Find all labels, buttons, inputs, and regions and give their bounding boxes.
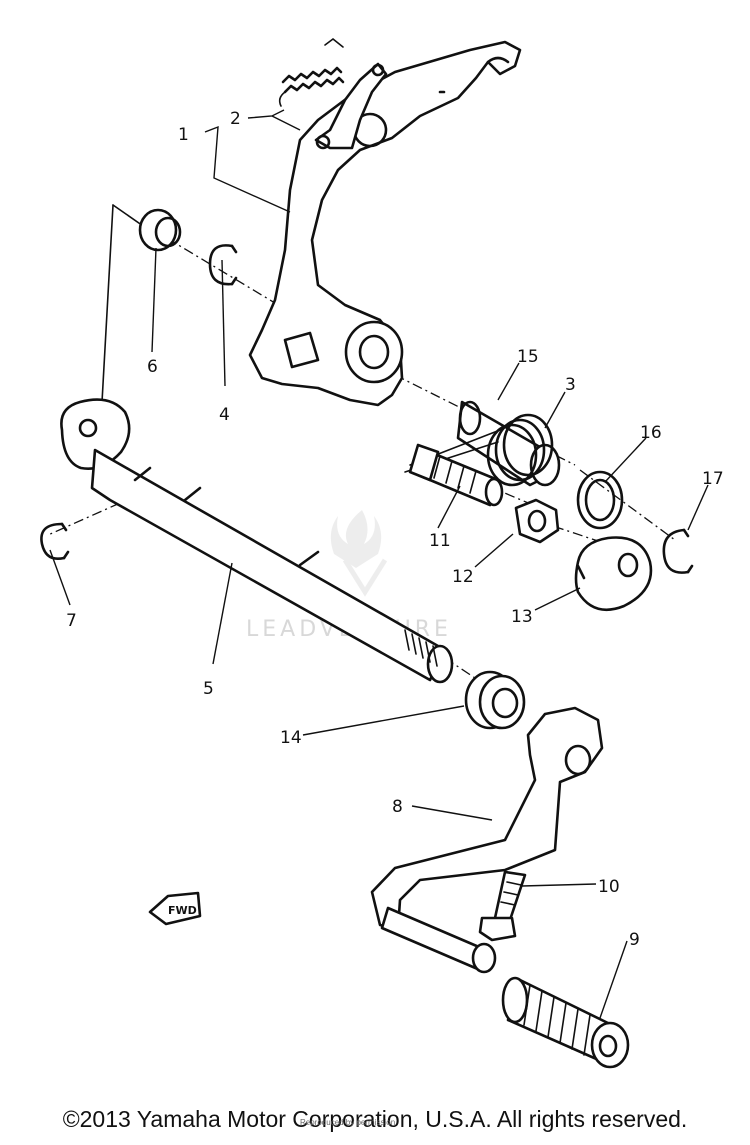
watermark-logo: [330, 510, 388, 597]
callout-2: 2: [230, 109, 241, 129]
callout-13: 13: [511, 607, 533, 627]
callout-3: 3: [565, 375, 576, 395]
bolt-part-10: [478, 870, 527, 942]
callout-14: 14: [280, 728, 302, 748]
leader-lines: [49, 109, 709, 1019]
bushing-part-6: [138, 208, 182, 252]
callout-4: 4: [219, 405, 230, 425]
small-print-notice: Reproduced by permission: [300, 1118, 396, 1127]
callout-5: 5: [203, 679, 214, 699]
copyright-notice: ©2013 Yamaha Motor Corporation, U.S.A. A…: [62, 1106, 688, 1132]
callout-15: 15: [517, 347, 539, 367]
callout-16: 16: [640, 423, 662, 443]
oil-seal-part-14: [464, 670, 526, 730]
shift-pedal-part-8: [370, 706, 604, 974]
pedal-rubber-part-9: [501, 976, 630, 1069]
callout-17: 17: [702, 469, 724, 489]
callout-12: 12: [452, 567, 474, 587]
shift-arm-part-1: [248, 40, 522, 407]
callout-1: 1: [178, 125, 189, 145]
circlip-part-4: [208, 244, 238, 286]
circlip-part-17: [662, 528, 694, 574]
fwd-direction-arrow: FWD: [148, 891, 202, 926]
callout-9: 9: [629, 930, 640, 950]
callout-10: 10: [598, 877, 620, 897]
fwd-label: FWD: [168, 904, 197, 917]
callout-6: 6: [147, 357, 158, 377]
bolt-part-11: [408, 443, 504, 507]
callout-labels: 1 2 3 4 5 6 7 8 9 10 11 12 13 14 15 16 1…: [66, 109, 724, 950]
washer-part-16: [576, 470, 624, 530]
plate-washer-part-13: [574, 536, 653, 611]
circlip-part-7: [40, 522, 70, 560]
shift-shaft-part-5: [60, 398, 454, 684]
callout-7: 7: [66, 611, 77, 631]
callout-8: 8: [392, 797, 403, 817]
callout-11: 11: [429, 531, 451, 551]
spring-part-2: [278, 37, 388, 150]
nut-part-12: [514, 498, 560, 544]
